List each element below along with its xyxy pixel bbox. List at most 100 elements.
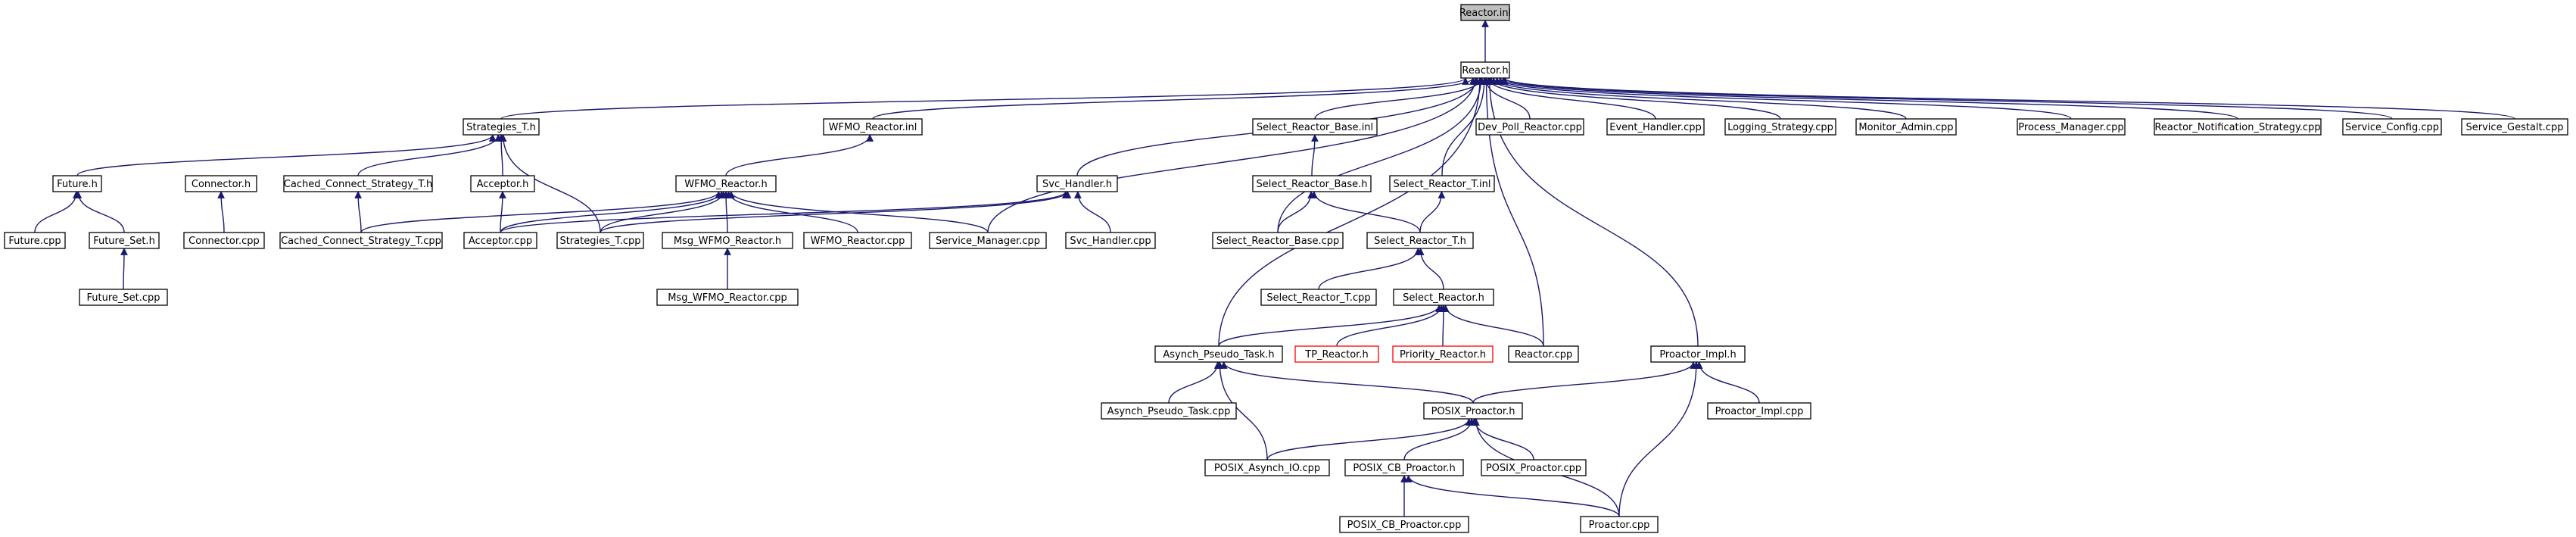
node-dev-poll-reactor-cpp[interactable]: Dev_Poll_Reactor.cpp — [1475, 118, 1584, 136]
node-event-handler-cpp[interactable]: Event_Handler.cpp — [1606, 118, 1705, 136]
edge-strategies-t-cpp-to-strategies-t-h — [499, 134, 601, 233]
node-future-set-cpp[interactable]: Future_Set.cpp — [79, 289, 168, 306]
node-select-reactor-base-inl[interactable]: Select_Reactor_Base.inl — [1252, 118, 1378, 136]
node-future-h[interactable]: Future.h — [52, 175, 102, 192]
node-box — [1344, 459, 1464, 476]
node-cached-connect-strategy-t-h[interactable]: Cached_Connect_Strategy_T.h — [283, 175, 433, 192]
node-monitor-admin-cpp[interactable]: Monitor_Admin.cpp — [1855, 118, 1957, 136]
node-proactor-impl-cpp[interactable]: Proactor_Impl.cpp — [1707, 402, 1811, 420]
node-msg-wfmo-reactor-h[interactable]: Msg_WFMO_Reactor.h — [662, 232, 793, 249]
node-connector-h[interactable]: Connector.h — [185, 175, 257, 192]
node-proactor-impl-h[interactable]: Proactor_Impl.h — [1650, 345, 1746, 363]
node-box — [2461, 118, 2568, 136]
node-asynch-pseudo-task-cpp[interactable]: Asynch_Pseudo_Task.cpp — [1101, 402, 1237, 420]
node-label: Strategies_T.h — [466, 122, 536, 133]
edge-process-manager-cpp-to-reactor-h — [1493, 77, 2072, 120]
node-label: Future_Set.cpp — [86, 292, 160, 304]
edge-posix-asynch-io-cpp-to-posix-proactor-h — [1266, 418, 1473, 461]
node-reactor-notification-strategy-cpp[interactable]: Reactor_Notification_Strategy.cpp — [2154, 118, 2322, 136]
node-label: Select_Reactor_T.cpp — [1266, 292, 1370, 304]
node-posix-asynch-io-cpp[interactable]: POSIX_Asynch_IO.cpp — [1204, 459, 1330, 476]
node-label: Proactor_Impl.h — [1659, 349, 1736, 361]
node-label: POSIX_Proactor.cpp — [1486, 463, 1581, 474]
node-label: Service_Config.cpp — [2345, 122, 2439, 133]
edge-wfmo-reactor-inl-to-reactor-h — [872, 77, 1477, 120]
node-select-reactor-base-h[interactable]: Select_Reactor_Base.h — [1252, 175, 1372, 192]
node-asynch-pseudo-task-h[interactable]: Asynch_Pseudo_Task.h — [1154, 345, 1283, 363]
node-box — [556, 232, 644, 249]
node-label: Asynch_Pseudo_Task.h — [1163, 349, 1274, 361]
node-logging-strategy-cpp[interactable]: Logging_Strategy.cpp — [1724, 118, 1836, 136]
node-label: Process_Manager.cpp — [2018, 122, 2123, 133]
node-box — [2017, 118, 2126, 136]
node-service-gestalt-cpp[interactable]: Service_Gestalt.cpp — [2461, 118, 2568, 136]
edge-asynch-pseudo-task-h-to-select-reactor-h — [1218, 304, 1443, 347]
node-service-manager-cpp[interactable]: Service_Manager.cpp — [929, 232, 1047, 249]
node-posix-proactor-h[interactable]: POSIX_Proactor.h — [1423, 402, 1523, 420]
node-reactor-cpp[interactable]: Reactor.cpp — [1508, 345, 1579, 363]
node-select-reactor-t-h[interactable]: Select_Reactor_T.h — [1366, 232, 1474, 249]
node-label: Cached_Connect_Strategy_T.h — [284, 179, 432, 190]
edge-strategies-t-cpp-to-svc-handler-h — [600, 191, 1072, 233]
node-process-manager-cpp[interactable]: Process_Manager.cpp — [2017, 118, 2126, 136]
node-acceptor-cpp[interactable]: Acceptor.cpp — [463, 232, 537, 249]
edge-select-reactor-t-h-to-select-reactor-base-h — [1310, 191, 1421, 233]
node-select-reactor-t-inl[interactable]: Select_Reactor_T.inl — [1389, 175, 1495, 192]
edge-acceptor-cpp-to-wfmo-reactor-h — [500, 191, 725, 233]
node-box — [1707, 402, 1811, 420]
node-msg-wfmo-reactor-cpp[interactable]: Msg_WFMO_Reactor.cpp — [656, 289, 799, 306]
node-label: Asynch_Pseudo_Task.cpp — [1107, 406, 1231, 417]
node-tp-reactor-h[interactable]: TP_Reactor.h — [1294, 345, 1379, 363]
node-select-reactor-t-cpp[interactable]: Select_Reactor_T.cpp — [1260, 289, 1377, 306]
node-label: WFMO_Reactor.h — [684, 179, 767, 190]
node-select-reactor-base-cpp[interactable]: Select_Reactor_Base.cpp — [1212, 232, 1344, 249]
node-label: Acceptor.cpp — [469, 236, 532, 247]
node-posix-cb-proactor-h[interactable]: POSIX_CB_Proactor.h — [1344, 459, 1464, 476]
node-label: Reactor.cpp — [1515, 349, 1573, 361]
node-priority-reactor-h[interactable]: Priority_Reactor.h — [1392, 345, 1494, 363]
node-cached-connect-strategy-t-cpp[interactable]: Cached_Connect_Strategy_T.cpp — [279, 232, 443, 249]
node-svc-handler-cpp[interactable]: Svc_Handler.cpp — [1065, 232, 1156, 249]
edge-dev-poll-reactor-cpp-to-reactor-h — [1482, 77, 1531, 120]
edge-select-reactor-t-h-to-select-reactor-t-inl — [1419, 191, 1446, 233]
node-label: Logging_Strategy.cpp — [1727, 122, 1833, 133]
node-connector-cpp[interactable]: Connector.cpp — [183, 232, 265, 249]
node-wfmo-reactor-h[interactable]: WFMO_Reactor.h — [675, 175, 777, 192]
node-label: Msg_WFMO_Reactor.h — [674, 236, 781, 247]
node-label: Connector.cpp — [188, 236, 260, 247]
node-label: Acceptor.h — [477, 179, 529, 190]
node-posix-proactor-cpp[interactable]: POSIX_Proactor.cpp — [1481, 459, 1587, 476]
edge-acceptor-h-to-strategies-t-h — [497, 134, 505, 176]
node-posix-cb-proactor-cpp[interactable]: POSIX_CB_Proactor.cpp — [1339, 516, 1469, 533]
node-box — [1204, 459, 1330, 476]
node-wfmo-reactor-inl[interactable]: WFMO_Reactor.inl — [823, 118, 923, 136]
edge-proactor-impl-h-to-reactor-h — [1485, 77, 1699, 347]
edge-posix-asynch-io-cpp-to-asynch-pseudo-task-h — [1216, 361, 1268, 461]
node-reactor-inl[interactable]: Reactor.inl — [1459, 4, 1511, 21]
node-future-cpp[interactable]: Future.cpp — [4, 232, 66, 249]
edge-service-gestalt-cpp-to-reactor-h — [1501, 77, 2515, 120]
node-box — [1065, 232, 1156, 249]
node-box — [1724, 118, 1836, 136]
node-label: Event_Handler.cpp — [1609, 122, 1702, 133]
edge-svc-handler-cpp-to-svc-handler-h — [1073, 191, 1111, 233]
node-box — [1393, 289, 1494, 306]
node-svc-handler-h[interactable]: Svc_Handler.h — [1036, 175, 1118, 192]
node-proactor-cpp[interactable]: Proactor.cpp — [1580, 516, 1659, 533]
node-acceptor-h[interactable]: Acceptor.h — [470, 175, 535, 192]
node-strategies-t-h[interactable]: Strategies_T.h — [463, 118, 540, 136]
node-box — [803, 232, 912, 249]
node-box — [1212, 232, 1344, 249]
edge-cached-connect-strategy-t-h-to-strategies-t-h — [357, 134, 503, 176]
node-select-reactor-h[interactable]: Select_Reactor.h — [1393, 289, 1494, 306]
node-wfmo-reactor-cpp[interactable]: WFMO_Reactor.cpp — [803, 232, 912, 249]
node-reactor-h[interactable]: Reactor.h — [1460, 61, 1510, 79]
node-service-config-cpp[interactable]: Service_Config.cpp — [2342, 118, 2442, 136]
node-future-set-h[interactable]: Future_Set.h — [89, 232, 160, 249]
edge-strategies-t-h-to-reactor-h — [500, 77, 1469, 120]
node-strategies-t-cpp[interactable]: Strategies_T.cpp — [556, 232, 644, 249]
node-box — [1260, 289, 1377, 306]
node-box — [1508, 345, 1579, 363]
